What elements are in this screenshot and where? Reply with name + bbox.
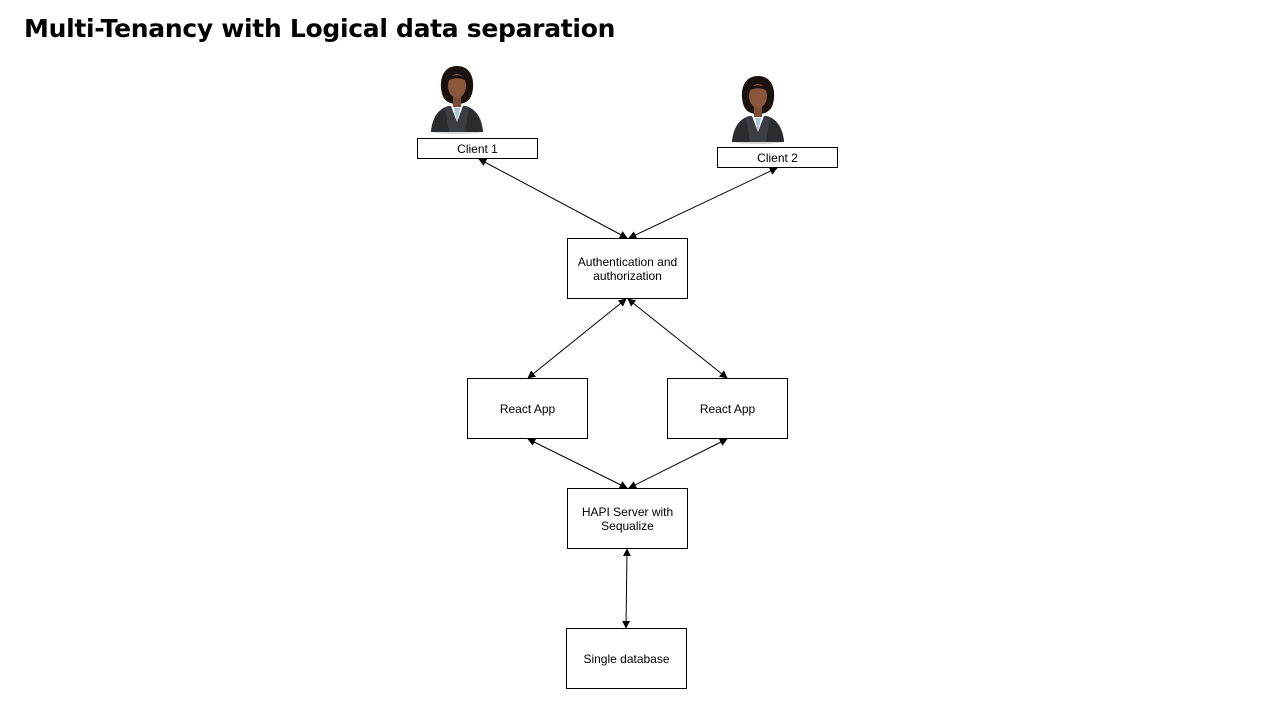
businesswoman-avatar-icon: [732, 76, 784, 144]
connector-client1-auth: [478, 158, 628, 239]
connector-react2-hapi: [628, 438, 728, 489]
auth-label: Authentication and authorization: [577, 254, 678, 283]
auth-box: Authentication and authorization: [567, 238, 688, 299]
react-app-2-label: React App: [699, 401, 756, 416]
page-title: Multi-Tenancy with Logical data separati…: [24, 14, 616, 43]
client-2-box: Client 2: [717, 147, 838, 168]
connector-react1-hapi: [527, 438, 628, 489]
businesswoman-avatar-icon: [431, 66, 483, 134]
database-box: Single database: [566, 628, 687, 689]
client-1-label: Client 1: [457, 141, 498, 156]
hapi-server-box: HAPI Server with Sequalize: [567, 488, 688, 549]
connector-client2-auth: [628, 167, 778, 239]
connector-hapi-db: [622, 548, 631, 629]
connector-auth-react1: [527, 298, 627, 379]
react-app-2-box: React App: [667, 378, 788, 439]
database-label: Single database: [583, 651, 670, 666]
react-app-1-box: React App: [467, 378, 588, 439]
hapi-server-label: HAPI Server with Sequalize: [581, 504, 674, 533]
connector-auth-react2: [627, 298, 728, 379]
react-app-1-label: React App: [499, 401, 556, 416]
client-1-box: Client 1: [417, 138, 538, 159]
client-2-label: Client 2: [757, 150, 798, 165]
